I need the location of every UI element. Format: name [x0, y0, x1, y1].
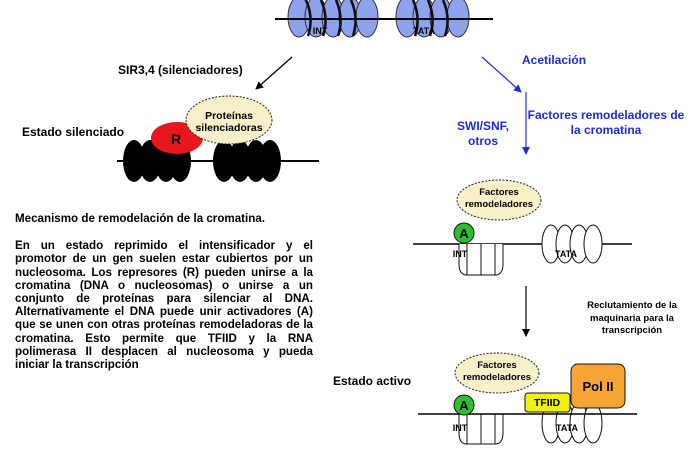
arrow-acetylation [481, 56, 522, 93]
activator-A-bottom [453, 394, 475, 416]
pol2-box [570, 363, 626, 409]
bottom-tata-label: TATA [556, 423, 578, 433]
silencing-proteins-label: Proteínas silenciadoras [195, 110, 263, 134]
description-title: Mecanismo de remodelación de la cromatin… [15, 212, 265, 225]
silenced-nucleosome-left [123, 140, 191, 182]
middle-nucleosome-int [458, 244, 504, 276]
activator-A-middle-label: A [459, 226, 469, 241]
repressor-R-label: R [171, 131, 181, 147]
remodelers-bubble-bottom [454, 352, 540, 394]
acetylation-label: Acetilación [522, 53, 587, 67]
remodelers-bubble-middle-label: Factores remodeladores [464, 187, 534, 210]
description-body: En un estado reprimido el intensificador… [15, 239, 313, 372]
activator-A-middle [453, 222, 475, 244]
silencing-proteins-bubble [185, 95, 273, 145]
remodelers-bubble-bottom-label: Factores remodeladores [462, 360, 532, 383]
sir-arrow-label: SIR3,4 (silenciadores) [118, 63, 243, 77]
tfiid-box [524, 392, 571, 413]
remodeling-factors-title: Factores remodeladores de la cromatina [527, 108, 685, 137]
middle-tata-label: TATA [555, 249, 577, 259]
top-int-label: INT [313, 26, 328, 36]
arrow-to-silenced [255, 56, 293, 90]
bottom-nucleosome-tata [541, 402, 603, 444]
bottom-nucleosome-int [458, 414, 504, 445]
mechanism-description: Mecanismo de remodelación de la cromatin… [15, 212, 313, 371]
middle-int-label: INT [453, 249, 468, 259]
remodelers-bubble-middle [456, 179, 542, 221]
pol2-label: Pol II [582, 379, 613, 394]
top-tata-label: TATA [413, 26, 435, 36]
swi-snf-label: SWI/SNF, otros [456, 119, 509, 148]
silenced-state-label: Estado silenciado [22, 125, 125, 139]
tfiid-label: TFIID [534, 397, 561, 409]
dna-wrap-strokes [304, 0, 449, 37]
silenced-chromatin: R [117, 95, 319, 182]
remodeling-chromatin: A INT TATA [413, 179, 632, 276]
active-chromatin: Pol II TFIID A INT TATA [418, 352, 637, 445]
top-chromatin: INT TATA [275, 0, 493, 38]
bottom-int-label: INT [453, 423, 468, 433]
active-state-label: Estado activo [333, 374, 412, 388]
middle-nucleosome-tata [541, 224, 603, 264]
recruitment-label: Reclutamiento de la maquinaria para la t… [587, 300, 677, 336]
activator-A-bottom-label: A [459, 398, 469, 413]
silenced-nucleosome-right [213, 140, 281, 182]
